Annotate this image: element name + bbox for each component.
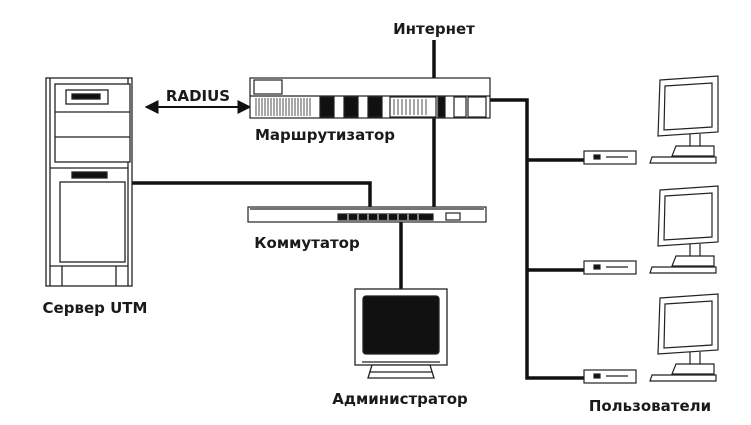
user-workstation-2 [583,185,719,275]
server-switch-link [132,181,372,216]
label-server: Сервер UTM [43,299,148,317]
label-router: Маршрутизатор [255,126,395,144]
router-icon [249,77,491,119]
label-users: Пользователи [589,397,711,415]
admin-monitor-icon [354,288,448,379]
server-icon [45,77,133,287]
label-radius: RADIUS [166,87,230,105]
label-switch: Коммутатор [254,234,360,252]
connections [132,40,585,380]
switch-icon [247,206,487,223]
user-workstation-3 [583,293,719,384]
label-internet: Интернет [393,20,475,38]
router-users-link [490,98,585,380]
user-workstation-1 [583,75,719,165]
label-admin: Администратор [332,390,468,408]
